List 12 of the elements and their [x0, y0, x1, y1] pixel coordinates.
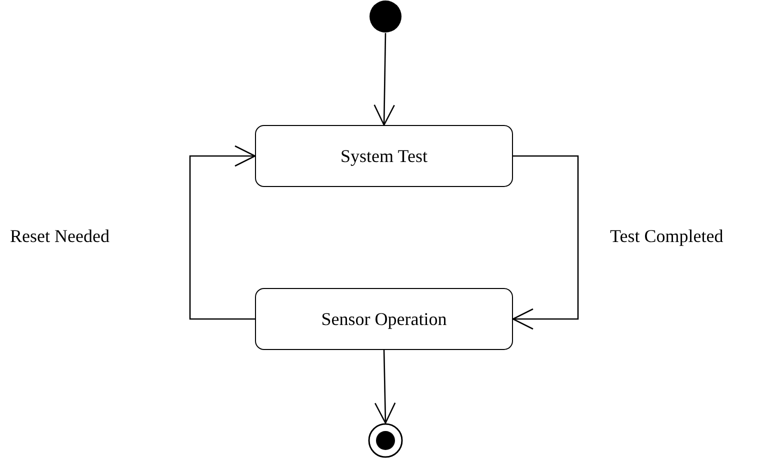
transition-label: Test Completed [610, 226, 724, 247]
state-box [255, 125, 513, 187]
transition-arrow [189, 145, 256, 320]
state-box [255, 288, 513, 350]
transition-arrow [374, 32, 395, 126]
transition-arrow [374, 350, 396, 424]
initial-state [369, 0, 402, 33]
transition-label: Reset Needed [10, 226, 110, 247]
final-state [368, 423, 403, 458]
state-label: Sensor Operation [321, 308, 447, 330]
state-label: System Test [340, 146, 428, 166]
transition-arrow [512, 155, 579, 330]
